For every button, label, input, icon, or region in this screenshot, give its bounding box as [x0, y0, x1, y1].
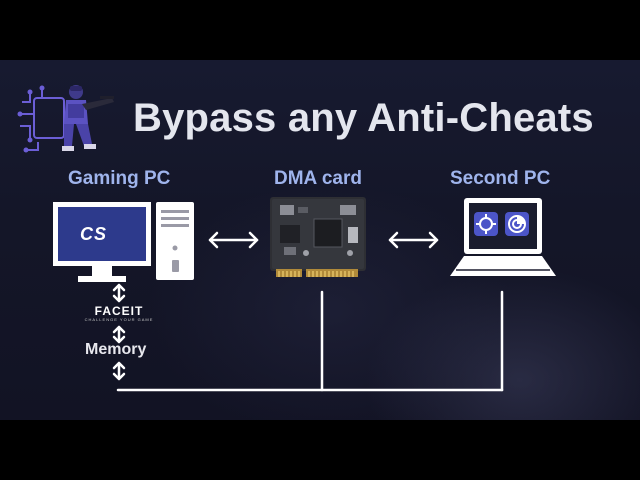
pc-tower-icon: [156, 202, 194, 280]
thumbnail-stage: Bypass any Anti-Cheats Gaming PC DMA car…: [0, 60, 640, 420]
dma-card-label: DMA card: [274, 168, 362, 189]
crosshair-icon: [474, 212, 498, 236]
faceit-name: FACEIT: [94, 304, 144, 318]
soldier-chip-logo-icon: [17, 85, 114, 153]
letterbox-top: [0, 0, 640, 60]
double-arrow-icon: [388, 231, 439, 249]
faceit-logo: FACEIT CHALLENGE YOUR GAME: [80, 305, 158, 327]
vertical-arrow-icon: [112, 283, 126, 303]
double-arrow-icon: [208, 231, 259, 249]
memory-label: Memory: [85, 341, 147, 358]
faceit-tagline: CHALLENGE YOUR GAME: [84, 317, 154, 322]
monitor-icon: [53, 202, 151, 282]
second-pc-label: Second PC: [450, 168, 551, 189]
letterbox-bottom: [0, 420, 640, 480]
cs-logo: CS: [80, 224, 108, 244]
page-title: Bypass any Anti-Cheats: [133, 96, 594, 140]
gaming-pc-label: Gaming PC: [68, 168, 171, 189]
connection-lines: [112, 231, 504, 392]
laptop-icon: [450, 198, 556, 276]
dma-card-icon: [270, 197, 366, 277]
vertical-arrow-icon: [112, 361, 126, 381]
radar-icon: [505, 212, 529, 236]
vertical-arrow-icon: [112, 325, 126, 344]
